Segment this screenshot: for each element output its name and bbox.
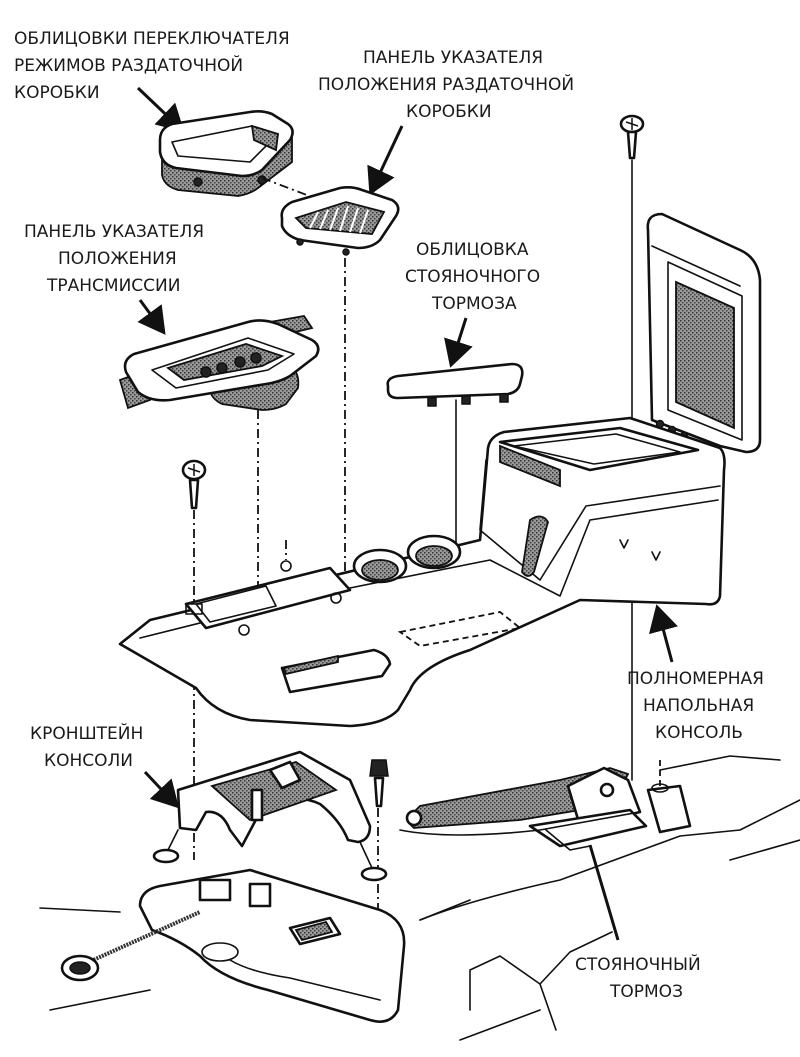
label-console-bracket: КРОНШТЕЙН КОНСОЛИ xyxy=(30,722,143,771)
label-line: РЕЖИМОВ РАЗДАТОЧНОЙ xyxy=(14,54,243,76)
label-full-floor-console: ПОЛНОМЕРНАЯ НАПОЛЬНАЯ КОНСОЛЬ xyxy=(627,669,764,743)
floor-shifter-base xyxy=(39,868,471,1023)
leader-transfer-case-indicator xyxy=(367,125,404,196)
leader-arrows xyxy=(136,86,678,941)
label-parking-brake-bezel: ОБЛИЦОВКА СТОЯНОЧНОГО ТОРМОЗА xyxy=(405,240,540,314)
label-transfer-case-indicator: ПАНЕЛЬ УКАЗАТЕЛЯ ПОЛОЖЕНИЯ РАЗДАТОЧНОЙ К… xyxy=(318,48,574,122)
label-line: ТОРМОЗА xyxy=(431,294,517,314)
leader-transfer-case-bezel xyxy=(136,86,185,133)
label-line: КРОНШТЕЙН xyxy=(30,722,143,744)
screw-top-right xyxy=(619,114,645,160)
label-line: ПОЛОЖЕНИЯ xyxy=(58,249,177,269)
leader-console-bracket xyxy=(143,770,180,809)
leader-transmission-indicator xyxy=(137,299,166,335)
leader-parking-brake xyxy=(588,844,620,941)
label-line: СТОЯНОЧНОГО xyxy=(405,267,540,287)
full-floor-console xyxy=(118,416,726,728)
label-transfer-case-bezel: ОБЛИЦОВКИ ПЕРЕКЛЮЧАТЕЛЯ РЕЖИМОВ РАЗДАТОЧ… xyxy=(14,29,290,103)
screw-bracket-right xyxy=(369,759,389,808)
label-transmission-indicator: ПАНЕЛЬ УКАЗАТЕЛЯ ПОЛОЖЕНИЯ ТРАНСМИССИИ xyxy=(24,222,204,296)
label-line: СТОЯНОЧНЫЙ xyxy=(575,953,701,975)
label-line: КОНСОЛИ xyxy=(44,751,133,771)
console-bracket xyxy=(152,750,388,882)
label-line: КОРОБКИ xyxy=(14,83,100,103)
label-line: ПОЛНОМЕРНАЯ xyxy=(627,669,764,689)
parking-brake-bezel xyxy=(386,362,524,407)
screw-left xyxy=(181,459,207,510)
label-line: ОБЛИЦОВКИ ПЕРЕКЛЮЧАТЕЛЯ xyxy=(14,29,290,49)
label-line: КОНСОЛЬ xyxy=(655,723,743,743)
label-line: ТРАНСМИССИИ xyxy=(46,276,180,296)
label-line: ПАНЕЛЬ УКАЗАТЕЛЯ xyxy=(363,48,543,68)
label-line: НАПОЛЬНАЯ xyxy=(643,696,754,716)
label-line: ПАНЕЛЬ УКАЗАТЕЛЯ xyxy=(24,222,204,242)
leader-parking-brake-bezel xyxy=(444,317,473,368)
parking-brake-assembly xyxy=(405,766,692,851)
label-line: КОРОБКИ xyxy=(406,102,492,122)
transfer-case-indicator-panel xyxy=(280,186,400,256)
label-line: ПОЛОЖЕНИЯ РАЗДАТОЧНОЙ xyxy=(318,73,574,95)
label-line: ОБЛИЦОВКА xyxy=(416,240,529,260)
transmission-indicator-panel xyxy=(118,315,320,411)
label-parking-brake: СТОЯНОЧНЫЙ ТОРМОЗ xyxy=(575,953,701,1002)
leader-full-floor-console xyxy=(648,604,678,663)
floor-contours xyxy=(399,755,800,1041)
label-line: ТОРМОЗ xyxy=(609,982,683,1002)
transfer-case-shifter-bezel xyxy=(158,110,294,197)
console-armrest-lid xyxy=(646,212,762,454)
